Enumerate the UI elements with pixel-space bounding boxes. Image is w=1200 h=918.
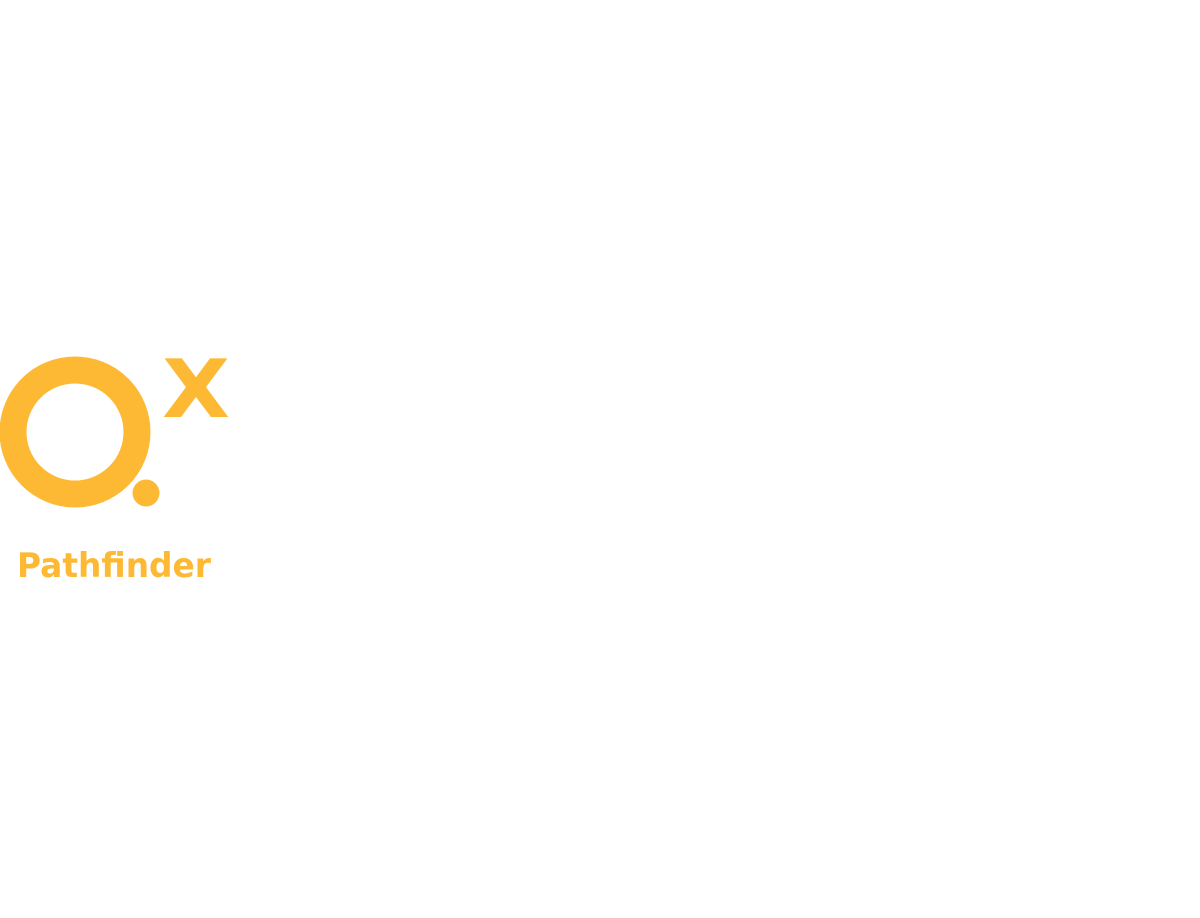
logo-ring — [0, 356, 151, 508]
logo-superscript-x: X — [162, 343, 230, 436]
logo-dot — [132, 479, 160, 507]
logo-wordmark: Pathfinder — [17, 546, 211, 586]
